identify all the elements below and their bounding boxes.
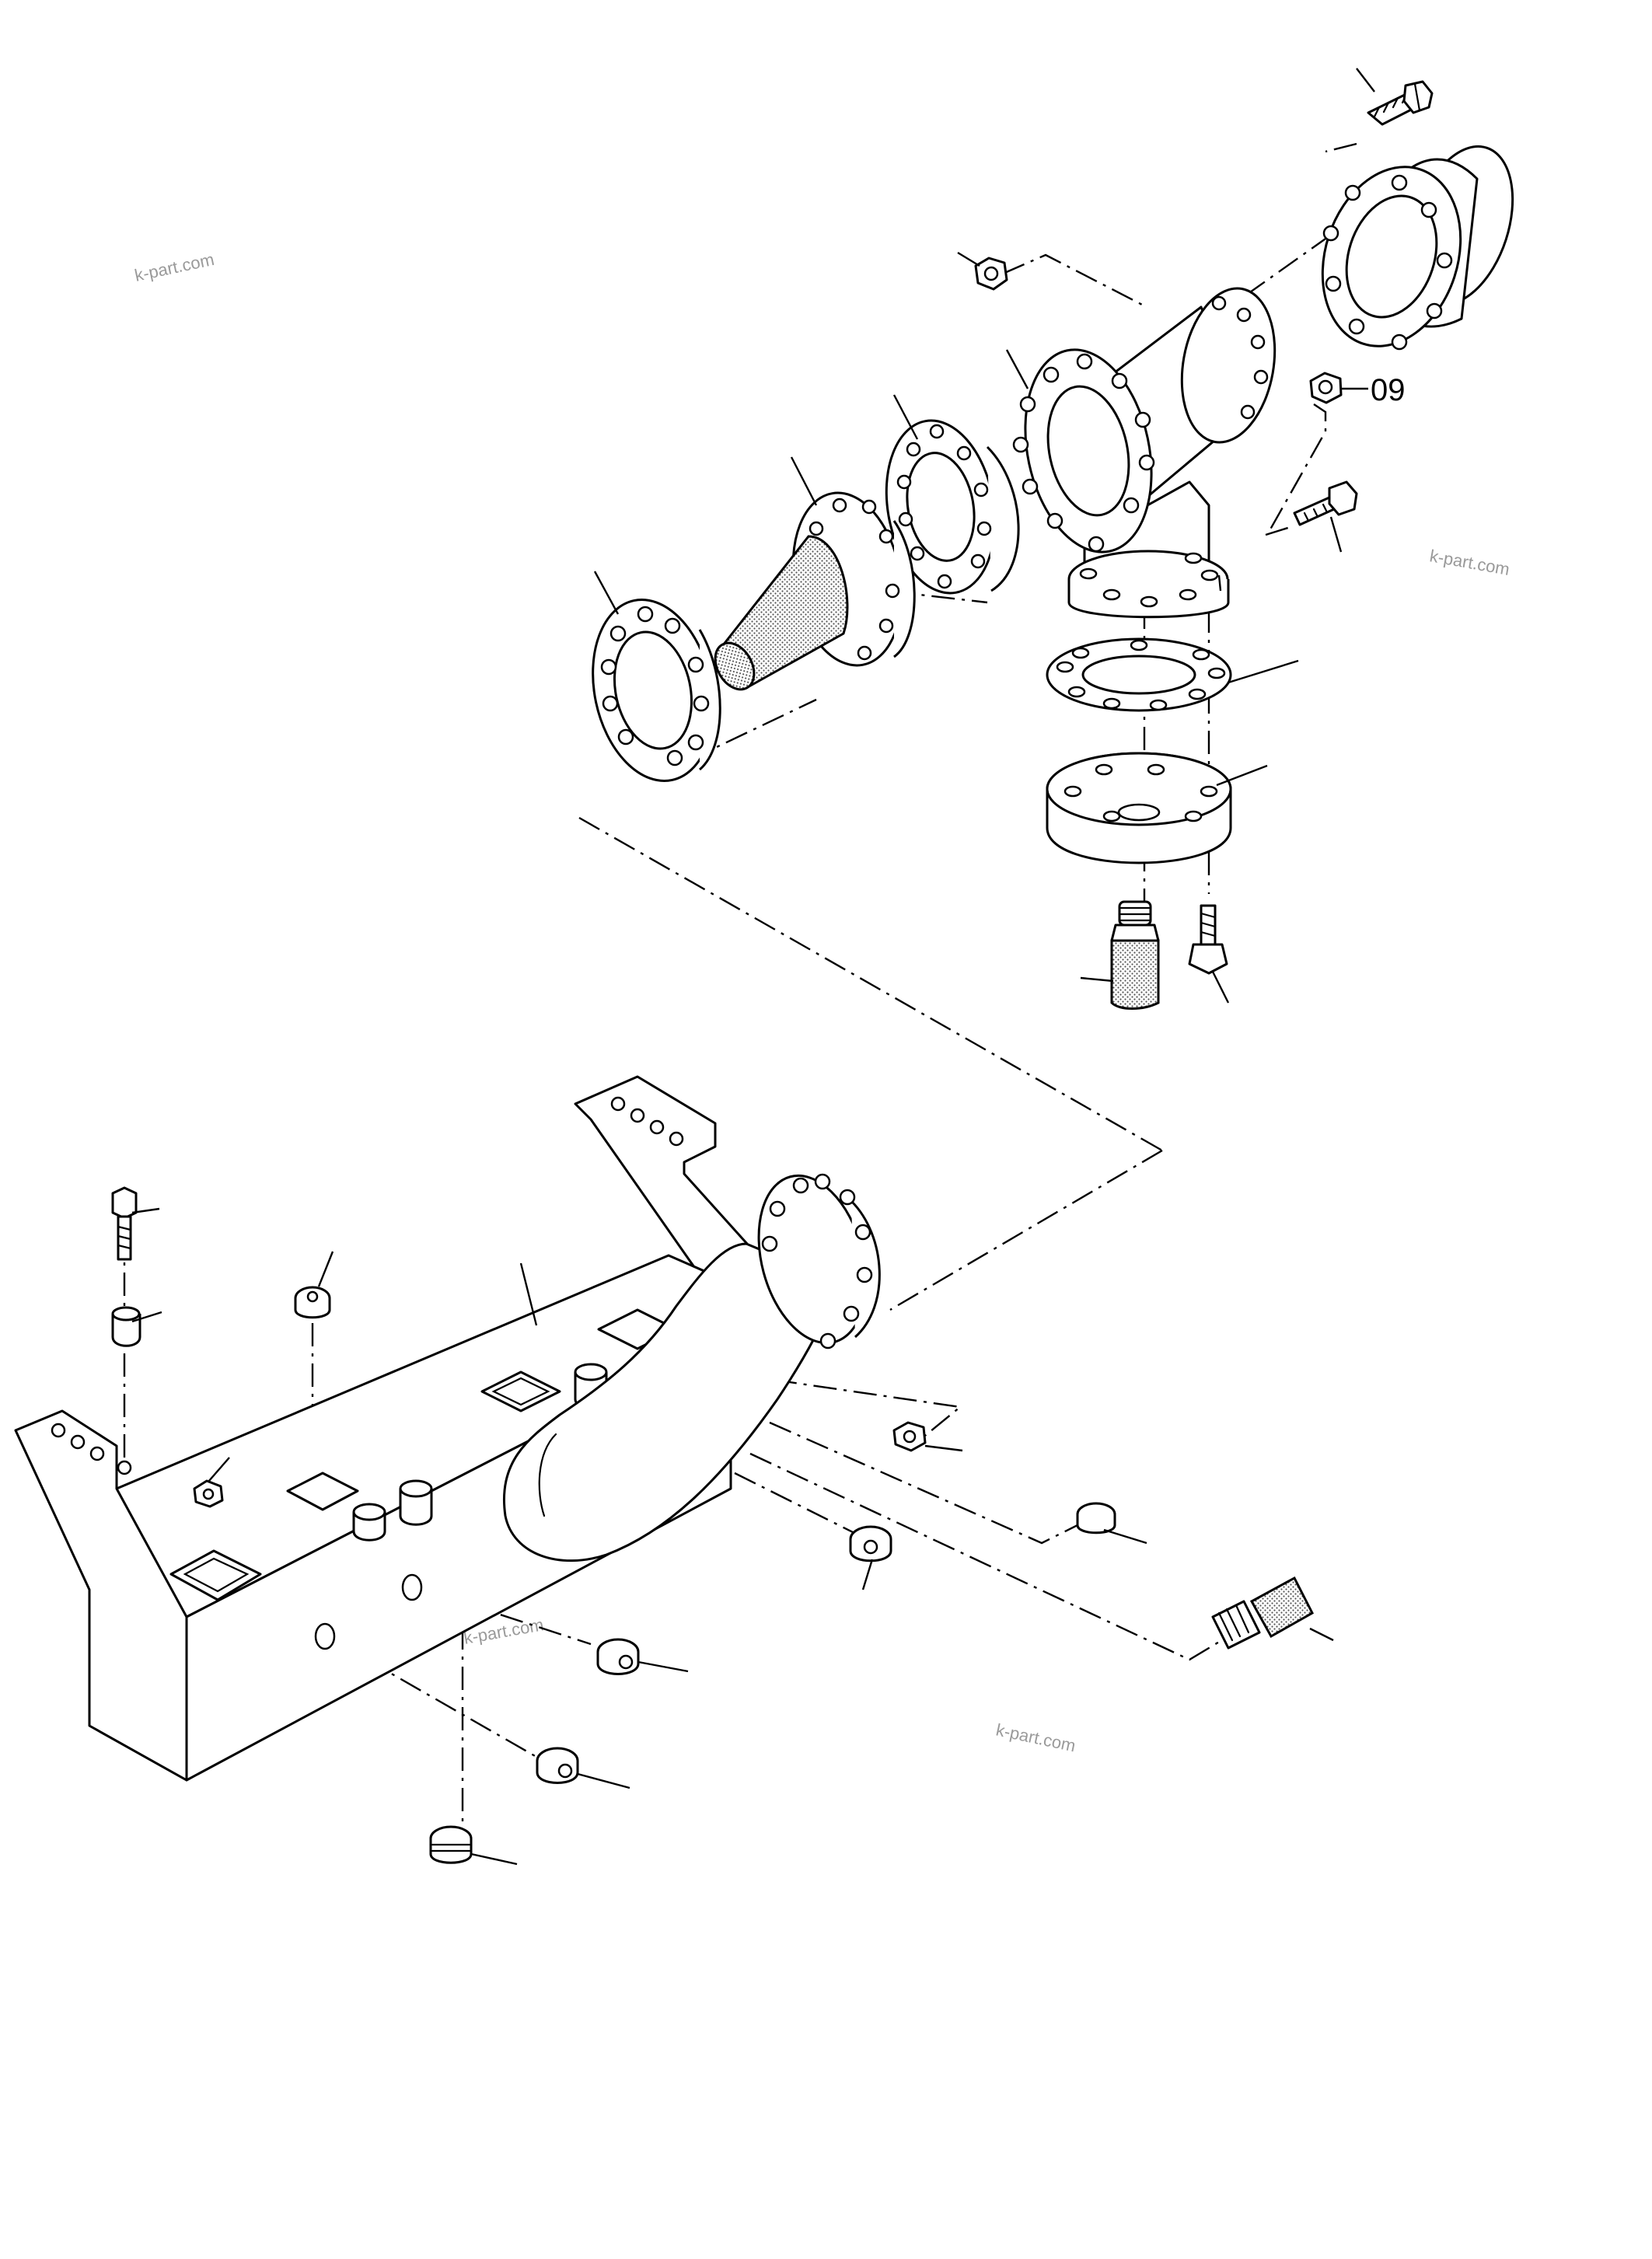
nut-lower <box>892 1421 927 1452</box>
flange-gasket <box>885 419 1020 595</box>
plug <box>429 1825 473 1864</box>
quick-coupler <box>1211 1576 1314 1650</box>
adapter-flange <box>1046 752 1232 864</box>
hex-bolt <box>111 1186 138 1261</box>
hex-nut <box>974 257 1008 291</box>
spacer-sleeve <box>111 1306 141 1347</box>
hex-bolt <box>1293 480 1358 526</box>
rubber-coupling <box>1321 145 1514 351</box>
hex-bolt <box>1188 904 1228 975</box>
tee-pipe <box>1012 287 1277 619</box>
hex-nut-09 <box>1309 372 1368 404</box>
quick-coupler <box>1110 900 1160 1010</box>
watermark: k-part.com <box>994 1720 1077 1755</box>
watermark: k-part.com <box>1428 546 1511 579</box>
callout-label-09: 09 <box>1371 373 1406 407</box>
round-gasket <box>1046 637 1232 712</box>
plug <box>1076 1502 1116 1535</box>
watermark: k-part.com <box>133 250 216 285</box>
plug <box>596 1638 640 1675</box>
leader-lines <box>131 68 1375 1866</box>
flange-gasket-front <box>592 599 721 782</box>
plug <box>536 1747 579 1784</box>
plug <box>294 1286 331 1319</box>
strainer-cone <box>714 535 849 691</box>
plug <box>849 1525 892 1562</box>
hex-bolt <box>1367 80 1434 126</box>
hex-nut <box>193 1479 224 1508</box>
axle-housing <box>14 1075 881 1782</box>
